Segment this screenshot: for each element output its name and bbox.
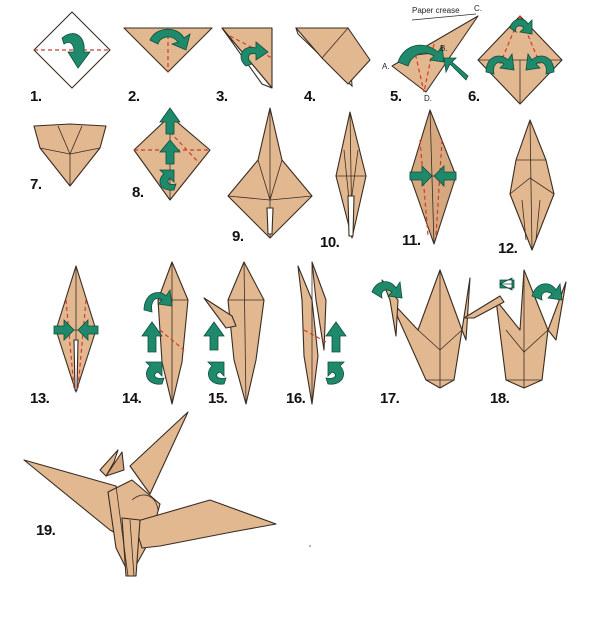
step-6-figure [477, 15, 563, 105]
point-a-label: A. [382, 62, 390, 71]
step-label-8: 8. [132, 184, 144, 201]
step-label-18: 18. [490, 390, 510, 407]
narrow-right-arrow-icon [433, 165, 457, 187]
step-label-2: 2. [128, 88, 140, 105]
step-5-figure [391, 13, 479, 93]
paper-crease-annotation: Paper crease [412, 6, 460, 15]
point-b-label: B. [440, 44, 448, 53]
step-10-figure [335, 111, 367, 239]
curl-arrow-icon [207, 361, 227, 385]
step-4-figure [295, 27, 371, 88]
step-19-figure [23, 411, 277, 577]
step-7-figure [33, 123, 107, 187]
crease-arrow-icon [397, 44, 445, 67]
step-label-3: 3. [216, 88, 228, 105]
speck [309, 545, 311, 547]
petal-curl-arrow-icon [159, 169, 177, 191]
fold-top-arrow-icon [509, 18, 533, 35]
narrow-right-2-arrow-icon [77, 319, 99, 341]
step-label-6: 6. [468, 88, 480, 105]
up-arrow-3-icon [325, 321, 347, 353]
wing-down-right-arrow-icon [531, 282, 563, 301]
step-16-figure [297, 261, 347, 405]
narrow-left-arrow-icon [409, 165, 433, 187]
step-label-16: 16. [286, 390, 306, 407]
step-1-figure [33, 11, 111, 89]
up-arrow-icon [141, 321, 163, 353]
inside-reverse-bottom-arrow-icon [145, 361, 165, 385]
push-arrow-icon [443, 57, 469, 81]
step-label-13: 13. [30, 390, 50, 407]
step-label-14: 14. [122, 390, 142, 407]
step-13-figure [53, 265, 99, 393]
up-arrow-2-icon [203, 321, 225, 351]
fold-in-right-arrow-icon [525, 52, 555, 75]
fold-down-arrow-icon [61, 33, 91, 69]
step-12-figure [509, 119, 555, 251]
step-label-5: 5. [390, 88, 402, 105]
step-label-10: 10. [320, 234, 340, 251]
narrow-left-2-arrow-icon [53, 319, 75, 341]
step-11-figure [409, 109, 457, 245]
step-label-7: 7. [30, 176, 42, 193]
step-label-12: 12. [498, 240, 518, 257]
head-fold-arrow-icon [371, 280, 403, 299]
wing-down-left-arrow-icon [499, 277, 515, 291]
step-label-9: 9. [232, 228, 244, 245]
step-2-figure [123, 27, 213, 73]
step-label-1: 1. [30, 88, 42, 105]
step-9-figure [227, 107, 313, 239]
step-18-figure [463, 269, 567, 389]
squash-arrow-icon [240, 41, 269, 67]
petal-up-arrow-2-icon [159, 139, 181, 165]
step-label-11: 11. [402, 232, 421, 249]
step-label-4: 4. [304, 88, 316, 105]
step-8-figure [133, 107, 211, 201]
fold-in-left-arrow-icon [485, 52, 515, 75]
step-15-figure [203, 261, 265, 405]
step-17-figure [371, 269, 471, 389]
point-c-label: C. [474, 4, 482, 13]
inside-reverse-top-arrow-icon [143, 288, 173, 313]
curl-arrow-2-icon [325, 361, 345, 385]
step-label-19: 19. [36, 522, 56, 539]
step-3-figure [221, 27, 273, 89]
step-label-15: 15. [208, 390, 228, 407]
fold-over-arrow-icon [149, 28, 191, 51]
step-14-figure [141, 261, 189, 405]
point-d-label: D. [424, 94, 432, 103]
step-label-17: 17. [380, 390, 400, 407]
petal-up-arrow-icon [159, 107, 181, 135]
